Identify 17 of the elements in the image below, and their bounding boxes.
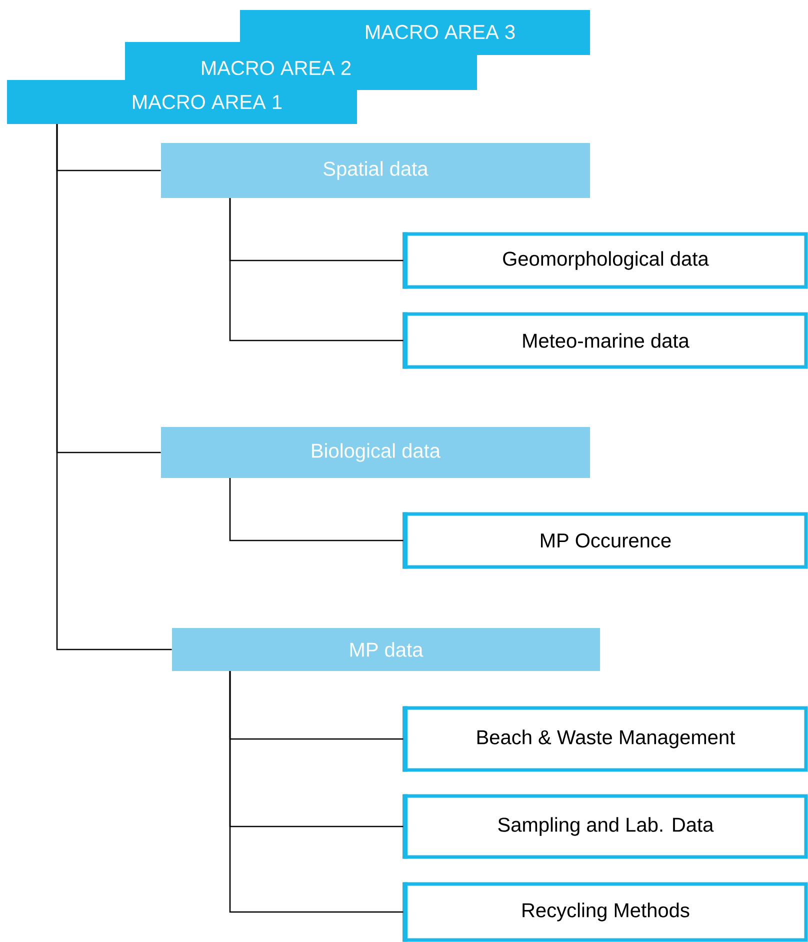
- connector-line: [56, 124, 172, 650]
- connector-line: [229, 671, 404, 913]
- data-box: Sampling and Lab. Data: [402, 794, 808, 859]
- data-box: Meteo-marine data: [402, 312, 808, 369]
- category-box: Spatial data: [161, 143, 590, 198]
- node-label: MACRO AREA 1: [133, 94, 282, 110]
- data-box: MP Occurence: [402, 512, 808, 569]
- data-box: Recycling Methods: [402, 882, 808, 942]
- macro-area-tab: MACRO AREA 1: [7, 80, 357, 124]
- node-label: MACRO AREA 3: [366, 24, 515, 40]
- category-box: Biological data: [161, 427, 590, 478]
- data-box: Geomorphological data: [402, 232, 808, 289]
- category-box: MP data: [172, 628, 600, 671]
- node-label: MACRO AREA 2: [202, 60, 351, 76]
- data-box: Beach & Waste Management: [402, 706, 808, 772]
- connector-line: [229, 198, 404, 342]
- connector-line: [229, 478, 404, 542]
